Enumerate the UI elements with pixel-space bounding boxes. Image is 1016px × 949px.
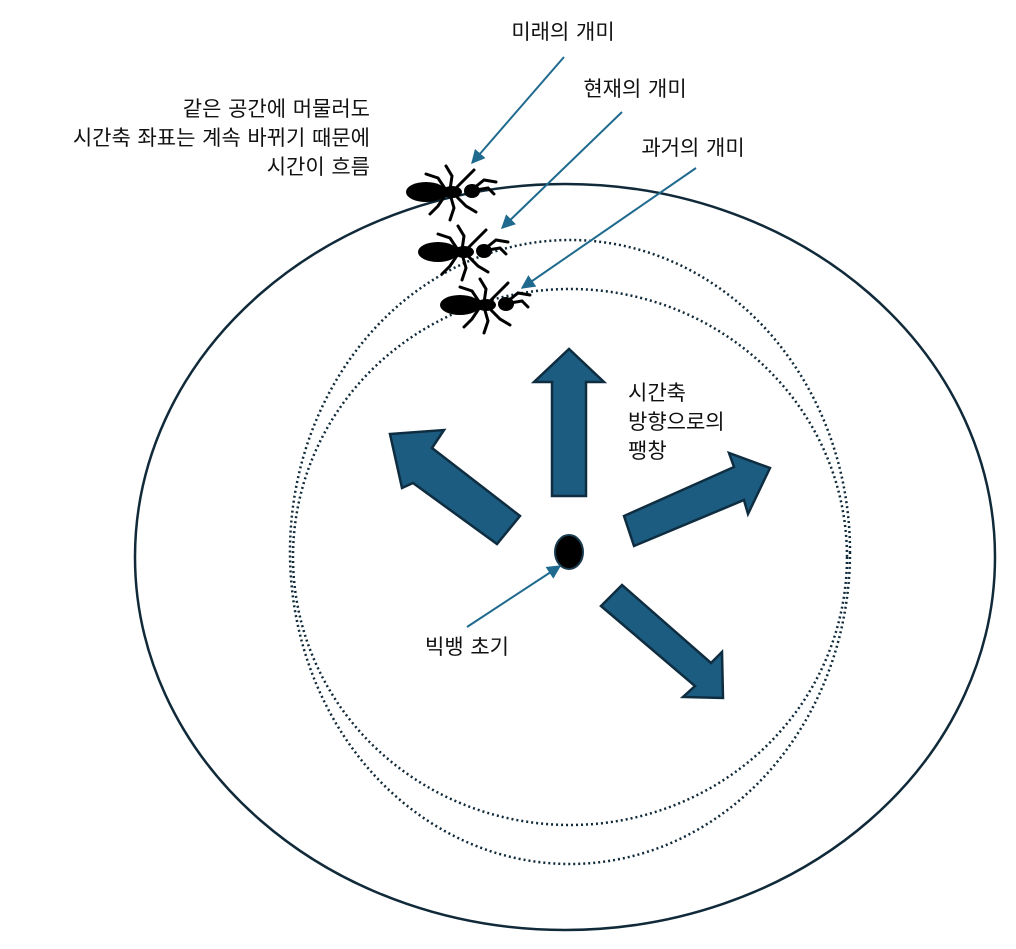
- expansion-label-3: 팽창: [628, 439, 667, 463]
- note-line-1: 같은 공간에 머물러도: [183, 97, 370, 121]
- big-bang-dot: [554, 534, 584, 570]
- expansion-label-1: 시간축: [628, 381, 686, 405]
- expansion-arrow-up: [530, 347, 608, 498]
- present-ant-pointer: [500, 111, 623, 229]
- past-ant-icon: [438, 277, 532, 335]
- big-bang-pointer: [466, 565, 562, 628]
- future-ant-label: 미래의 개미: [511, 20, 614, 44]
- future-circle: [133, 182, 997, 932]
- present-circle: [288, 238, 852, 866]
- present-ant-label: 현재의 개미: [583, 77, 686, 101]
- expansion-label-2: 방향으로의: [628, 410, 725, 434]
- note-line-2: 시간축 좌표는 계속 바뀌기 때문에: [73, 126, 370, 150]
- expansion-arrow-down-right: [599, 583, 725, 700]
- past-ant-pointer: [520, 167, 697, 289]
- note-line-3: 시간이 흐름: [267, 155, 370, 179]
- past-circle: [291, 287, 849, 827]
- expansion-arrow-right: [622, 450, 772, 548]
- future-ant-icon: [404, 164, 498, 222]
- present-ant-icon: [416, 224, 510, 282]
- expansion-arrow-up-left: [388, 428, 522, 546]
- future-ant-pointer: [471, 56, 565, 165]
- big-bang-label: 빅뱅 초기: [425, 635, 509, 659]
- past-ant-label: 과거의 개미: [641, 136, 744, 160]
